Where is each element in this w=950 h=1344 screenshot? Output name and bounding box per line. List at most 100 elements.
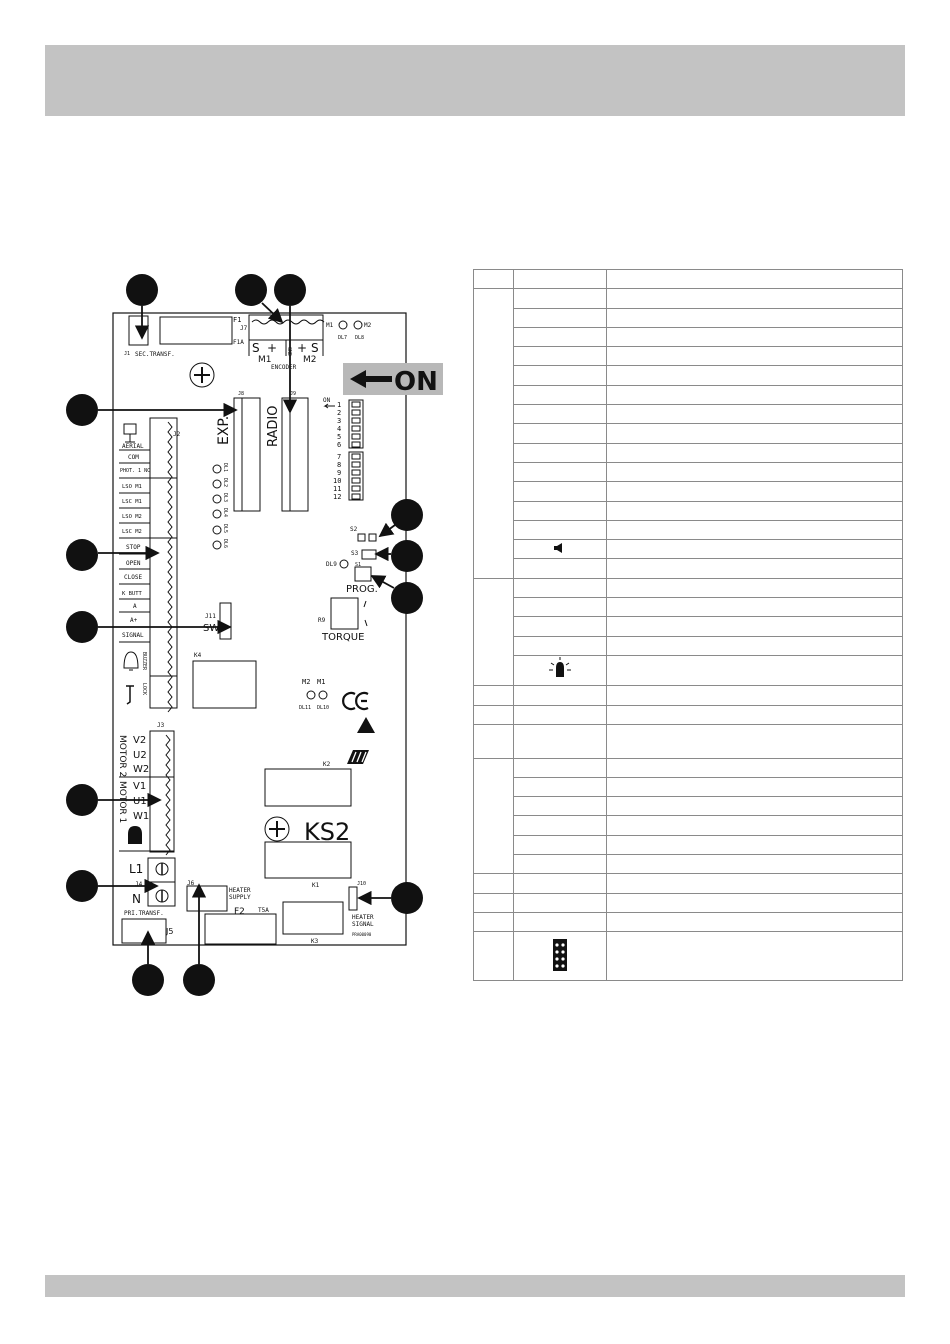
fuse-f1 xyxy=(159,316,233,345)
svg-text:4: 4 xyxy=(337,425,341,433)
svg-text:3: 3 xyxy=(337,417,341,425)
svg-text:1: 1 xyxy=(337,401,341,409)
dip-lever xyxy=(351,417,361,424)
model-label: KS2 xyxy=(304,818,350,846)
svg-text:LSO M1: LSO M1 xyxy=(122,484,142,490)
dip-switch-bank-1 xyxy=(348,399,364,449)
k2-relay xyxy=(264,768,352,807)
j3-terminal-block xyxy=(149,730,175,853)
legend-row xyxy=(474,326,903,348)
legend-row xyxy=(474,481,903,502)
dl9-label: DL9 xyxy=(326,561,337,568)
j9-label: J9 xyxy=(290,391,296,397)
j5-label: J5 xyxy=(165,927,173,936)
callout-marker xyxy=(66,784,98,816)
callout-marker xyxy=(391,540,423,572)
callout-marker xyxy=(391,882,423,914)
s2-jumper xyxy=(357,533,366,542)
j3-label: J3 xyxy=(157,722,165,729)
legend-row xyxy=(474,776,903,798)
dip-lever xyxy=(351,477,361,484)
callout-marker xyxy=(66,394,98,426)
svg-text:7: 7 xyxy=(337,453,341,461)
dip-lever xyxy=(351,493,361,500)
s1-label: S1 xyxy=(355,562,361,568)
callout-marker xyxy=(66,539,98,571)
j2-terminal-labels: AERIAL COM PHOT. 1 NC LSO M1 LSC M1 LSO … xyxy=(120,443,150,695)
j7-terminal-block xyxy=(248,314,324,341)
exp-connector xyxy=(233,397,261,512)
svg-text:OPEN: OPEN xyxy=(126,560,141,567)
svg-text:K BUTT: K BUTT xyxy=(122,591,143,597)
legend-row xyxy=(474,307,903,328)
callout-marker xyxy=(235,274,267,306)
legend-row xyxy=(474,796,903,817)
svg-text:CLOSE: CLOSE xyxy=(124,574,142,581)
legend-row xyxy=(474,654,903,687)
svg-text:COM: COM xyxy=(128,454,139,461)
aerial-icon xyxy=(123,423,137,443)
j1-connector xyxy=(128,315,149,346)
legend-row xyxy=(474,404,903,425)
heater-signal-label-2: SIGNAL xyxy=(352,921,374,928)
legend-row xyxy=(474,597,903,618)
mounting-screw-bottom xyxy=(264,816,290,842)
f2-label: F2 xyxy=(234,907,245,917)
footer-band xyxy=(45,1275,905,1297)
dip-lever xyxy=(351,433,361,440)
legend-row xyxy=(474,519,903,541)
f1a-label: F1A xyxy=(233,339,244,346)
callout-marker xyxy=(66,870,98,902)
on-arrow-icon xyxy=(350,370,392,388)
s3-label: S3 xyxy=(351,550,359,557)
svg-text:SIGNAL: SIGNAL xyxy=(122,632,144,639)
on-label: ON xyxy=(394,367,438,397)
prog-button xyxy=(354,566,372,582)
legend-row xyxy=(474,365,903,386)
heater-supply-label-1: HEATER xyxy=(229,887,251,894)
r9-label: R9 xyxy=(318,617,326,624)
dip-lever xyxy=(351,409,361,416)
callout-marker xyxy=(183,964,215,996)
fuse-f2 xyxy=(204,913,277,945)
legend-row xyxy=(473,931,903,981)
legend-row xyxy=(473,892,903,913)
dl9-led xyxy=(339,559,349,569)
j3-screws xyxy=(165,734,171,856)
dl8-label: DL8 xyxy=(355,335,364,341)
legend-row xyxy=(473,757,903,875)
dip-lever xyxy=(351,453,361,460)
svg-text:9: 9 xyxy=(337,469,341,477)
dl10-led xyxy=(318,690,328,700)
legend-row xyxy=(474,616,903,637)
bell-icon xyxy=(123,651,139,671)
motor2-label: MOTOR 2 xyxy=(117,735,127,777)
board-outline xyxy=(112,312,407,946)
dip-lever xyxy=(351,461,361,468)
horn-icon xyxy=(554,542,562,553)
svg-text:10: 10 xyxy=(333,477,341,485)
svg-text:U1: U1 xyxy=(133,796,147,807)
legend-row xyxy=(474,423,903,444)
pri-transf-label: PRI.TRANSF. xyxy=(124,910,164,917)
heater-supply-label-2: SUPPLY xyxy=(229,894,251,901)
lamp-icon xyxy=(128,826,142,844)
legend-row xyxy=(473,704,903,726)
legend-row xyxy=(474,500,903,521)
j6-label: J6 xyxy=(187,880,195,887)
dl10-label: DL10 xyxy=(317,705,329,711)
k1-relay xyxy=(264,841,352,879)
dl8-led xyxy=(353,320,363,330)
k1-label: K1 xyxy=(312,882,320,889)
terminal-screws xyxy=(251,319,325,325)
torque-label: TORQUE xyxy=(321,632,364,643)
svg-text:12: 12 xyxy=(333,493,341,501)
svg-text:V2: V2 xyxy=(133,735,146,746)
led-label: DL5 xyxy=(222,524,228,533)
dip-lever xyxy=(351,425,361,432)
legend-row xyxy=(473,268,903,290)
legend-row xyxy=(474,815,903,836)
callout-markers xyxy=(66,274,423,996)
led-label: DL2 xyxy=(222,478,228,487)
